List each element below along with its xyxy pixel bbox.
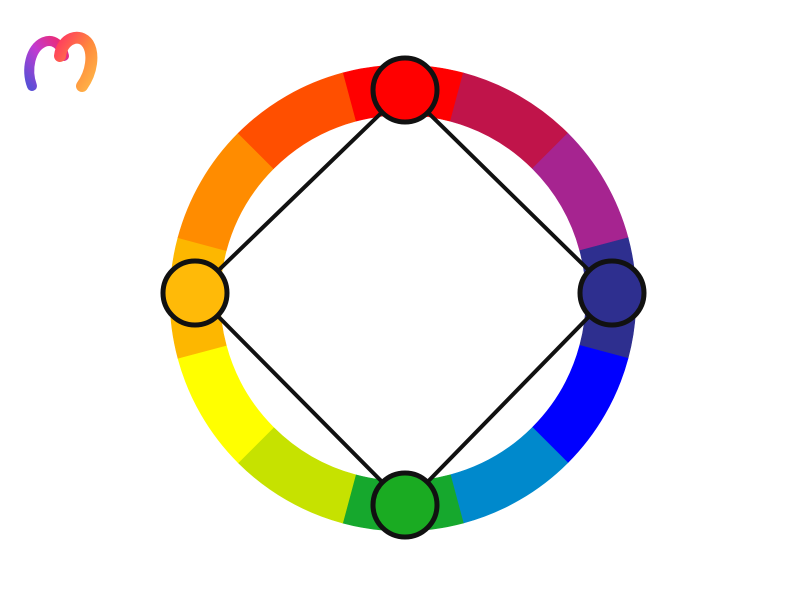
color-wheel-ring bbox=[169, 64, 637, 532]
selected-color-marker-red bbox=[370, 55, 440, 125]
m-letter-logo-icon bbox=[24, 31, 98, 92]
selected-color-marker-blue-violet bbox=[577, 258, 647, 328]
selected-color-markers bbox=[160, 55, 647, 540]
selected-color-marker-green bbox=[370, 470, 440, 540]
selected-color-marker-yellow-orange bbox=[160, 258, 230, 328]
wheel-segment-red-orange bbox=[237, 72, 357, 170]
